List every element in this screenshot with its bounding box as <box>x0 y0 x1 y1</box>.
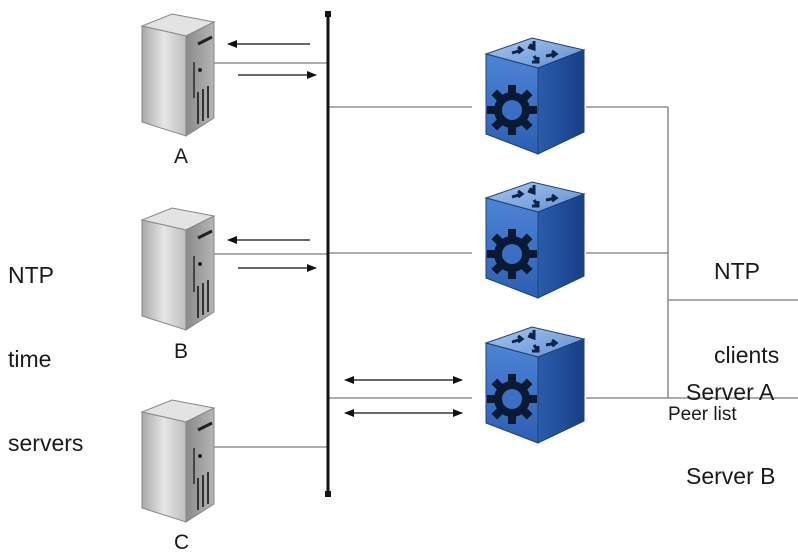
server-a-label: A <box>174 145 189 168</box>
server-icon <box>140 398 216 524</box>
ntp-clients-label: NTP clients <box>714 201 779 397</box>
arrows <box>227 40 463 417</box>
time-servers-line-1: NTP <box>8 262 54 288</box>
connection-lines <box>214 62 798 448</box>
router-icon <box>484 325 586 445</box>
router-icon <box>484 36 586 156</box>
network-bus <box>325 11 331 497</box>
server-icon <box>140 206 216 332</box>
peer-list-label: Peer list <box>668 404 737 425</box>
peer-server-a: Server A <box>686 379 775 405</box>
peer-server-b: Server B <box>686 463 776 489</box>
peer-servers-label: Server A Server B <box>686 322 775 518</box>
router-icon <box>484 180 586 300</box>
server-b-label: B <box>174 340 189 363</box>
time-servers-line-3: servers <box>8 430 84 456</box>
clients-line-2: clients <box>714 342 780 368</box>
server-icon <box>140 12 216 138</box>
time-servers-line-2: time <box>8 346 52 372</box>
clients-line-1: NTP <box>714 258 760 284</box>
server-c-label: C <box>174 531 190 554</box>
time-servers-label: NTP time servers <box>8 205 83 485</box>
